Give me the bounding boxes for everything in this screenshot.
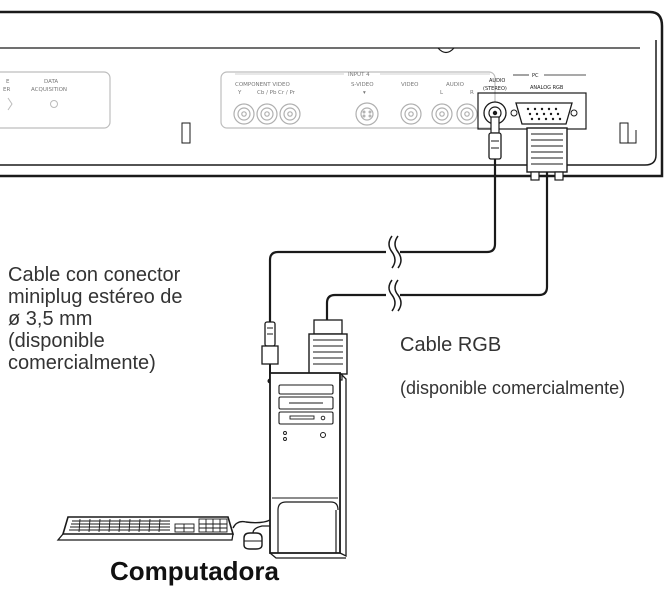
rgb-cable-label: Cable RGB (disponible comercialmente)	[400, 312, 670, 421]
pc-label: PC	[532, 73, 539, 79]
keyboard	[56, 516, 271, 541]
component-jack-cr	[279, 103, 301, 125]
left-label-1: E	[6, 79, 10, 85]
s-video-label: S-VIDEO	[351, 82, 374, 88]
rgb-cable-label-line1: Cable RGB	[400, 334, 502, 356]
audio-label: AUDIO	[446, 82, 465, 88]
video-label: VIDEO	[401, 82, 419, 88]
rgb-cable	[308, 127, 568, 381]
audio-jack-label-r: R	[470, 90, 474, 96]
component-jack-label-cr: Cr / Pr	[278, 90, 296, 96]
data-acquisition-label-2: ACQUISITION	[31, 87, 67, 93]
audio-cable	[261, 116, 502, 384]
component-jack-label-y: Y	[237, 90, 242, 96]
audio-jack-l	[431, 103, 453, 125]
data-acquisition-port	[50, 100, 58, 108]
mouse	[243, 525, 270, 550]
audio-stereo-label-2: (STEREO)	[483, 86, 507, 92]
analog-rgb-label: ANALOG RGB	[530, 85, 564, 91]
computer-tower	[269, 372, 347, 559]
audio-stereo-label-1: AUDIO	[489, 78, 505, 84]
audio-jack-label-l: L	[440, 90, 444, 96]
audio-cable-label: Cable con conector miniplug estéreo de ø…	[8, 264, 183, 374]
s-video-jack	[355, 102, 379, 126]
computer-caption: Computadora	[110, 556, 279, 586]
data-acquisition-label-1: DATA	[44, 79, 58, 85]
component-jack-cb	[256, 103, 278, 125]
audio-jack-r	[456, 103, 478, 125]
component-video-label: COMPONENT VIDEO	[235, 82, 290, 88]
left-label-2: ER	[3, 87, 10, 93]
component-jack-label-cb: Cb / Pb	[257, 90, 277, 96]
s-video-arrow: ▾	[363, 90, 366, 96]
rgb-cable-label-line2: (disponible comercialmente)	[400, 378, 626, 398]
video-jack	[400, 103, 422, 125]
input4-label: INPUT 4	[348, 72, 370, 78]
component-jack-y	[233, 103, 255, 125]
